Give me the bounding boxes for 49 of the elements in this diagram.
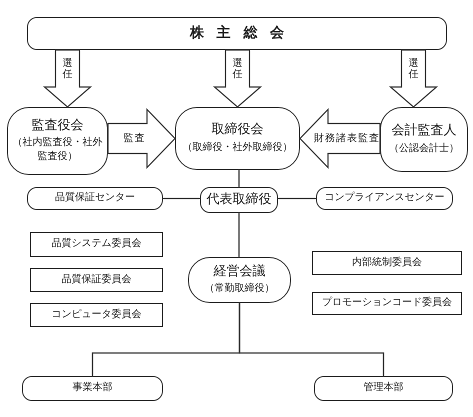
node-subtitle: （社内監査役・社外監査役）: [12, 136, 103, 164]
pill-box: [314, 376, 453, 401]
node-subtitle: （取締役・社外取締役）: [182, 140, 292, 155]
edge-label: 選任: [62, 58, 72, 80]
node-title: 株主総会: [190, 24, 296, 42]
block-arrow: [107, 108, 176, 169]
node-title: 代表取締役: [206, 192, 272, 208]
node-subtitle: （常勤取締役）: [204, 282, 274, 296]
rounded-box: [7, 107, 108, 175]
node-title: プロモーションコード委員会: [322, 297, 452, 310]
node-title: 品質保証センター: [55, 192, 135, 205]
edge-label: 監査: [124, 134, 146, 144]
node-title: 会計監査人: [392, 123, 456, 140]
edge-label: 選任: [408, 58, 418, 80]
node-title: コンピュータ委員会: [52, 308, 142, 322]
block-arrow: [299, 108, 381, 169]
pill-box: [22, 376, 163, 401]
rounded-box: [380, 107, 468, 172]
node-title: 事業本部: [72, 382, 112, 395]
rounded-box: [188, 257, 291, 303]
node-title: 経営会議: [214, 264, 266, 280]
node-title: 品質システム委員会: [52, 238, 142, 251]
connector-line: [238, 170, 240, 187]
node-subtitle: （公認会計士）: [389, 142, 459, 156]
connector-line: [238, 303, 384, 376]
pill-box: [27, 187, 163, 210]
committee-box: [30, 268, 163, 292]
node-title: 監査役会: [32, 118, 84, 134]
committee-box: [30, 232, 163, 257]
connector-line: [163, 198, 200, 200]
block-arrow: [42, 49, 92, 108]
edge-label: 財務諸表監査: [314, 134, 380, 144]
pill-box: [316, 187, 453, 210]
node-title: コンプライアンスセンター: [324, 192, 444, 205]
block-arrow: [388, 49, 438, 108]
node-title: 管理本部: [364, 382, 404, 395]
committee-box: [312, 251, 462, 275]
node-title: 品質保証委員会: [62, 274, 132, 286]
node-title: 内部統制委員会: [352, 256, 422, 270]
pill-box: [200, 187, 278, 213]
edge-label: 選任: [232, 58, 242, 80]
committee-box: [30, 303, 163, 327]
pill-box: [27, 17, 447, 50]
connector-line: [238, 213, 240, 257]
rounded-box: [175, 107, 300, 170]
committee-box: [312, 292, 462, 315]
block-arrow: [212, 49, 262, 108]
connector-line: [278, 198, 316, 200]
node-title: 取締役会: [212, 122, 264, 139]
